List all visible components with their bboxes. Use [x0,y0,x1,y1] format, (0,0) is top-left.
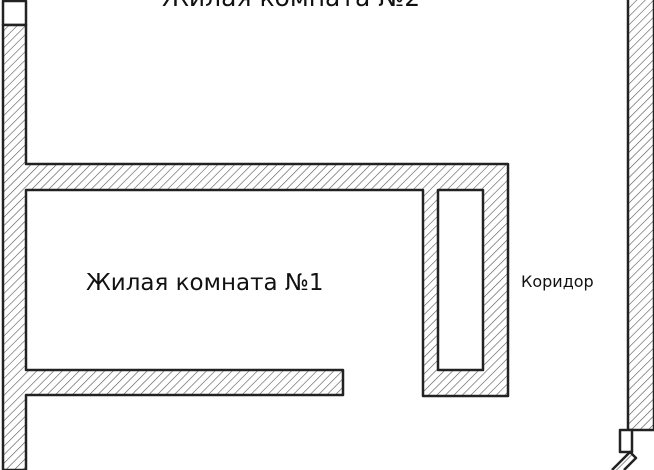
corridor-label: Коридор [521,272,594,291]
wall-corner-post [1,0,28,27]
wall-pillar-hole [436,188,485,372]
door-swing [611,450,638,470]
door-frame [618,428,634,454]
wall-right [626,0,654,432]
wall-left-and-top [1,23,510,470]
room2-label: Жилая комната №2 [162,0,420,12]
room1-label: Жилая комната №1 [86,270,324,296]
